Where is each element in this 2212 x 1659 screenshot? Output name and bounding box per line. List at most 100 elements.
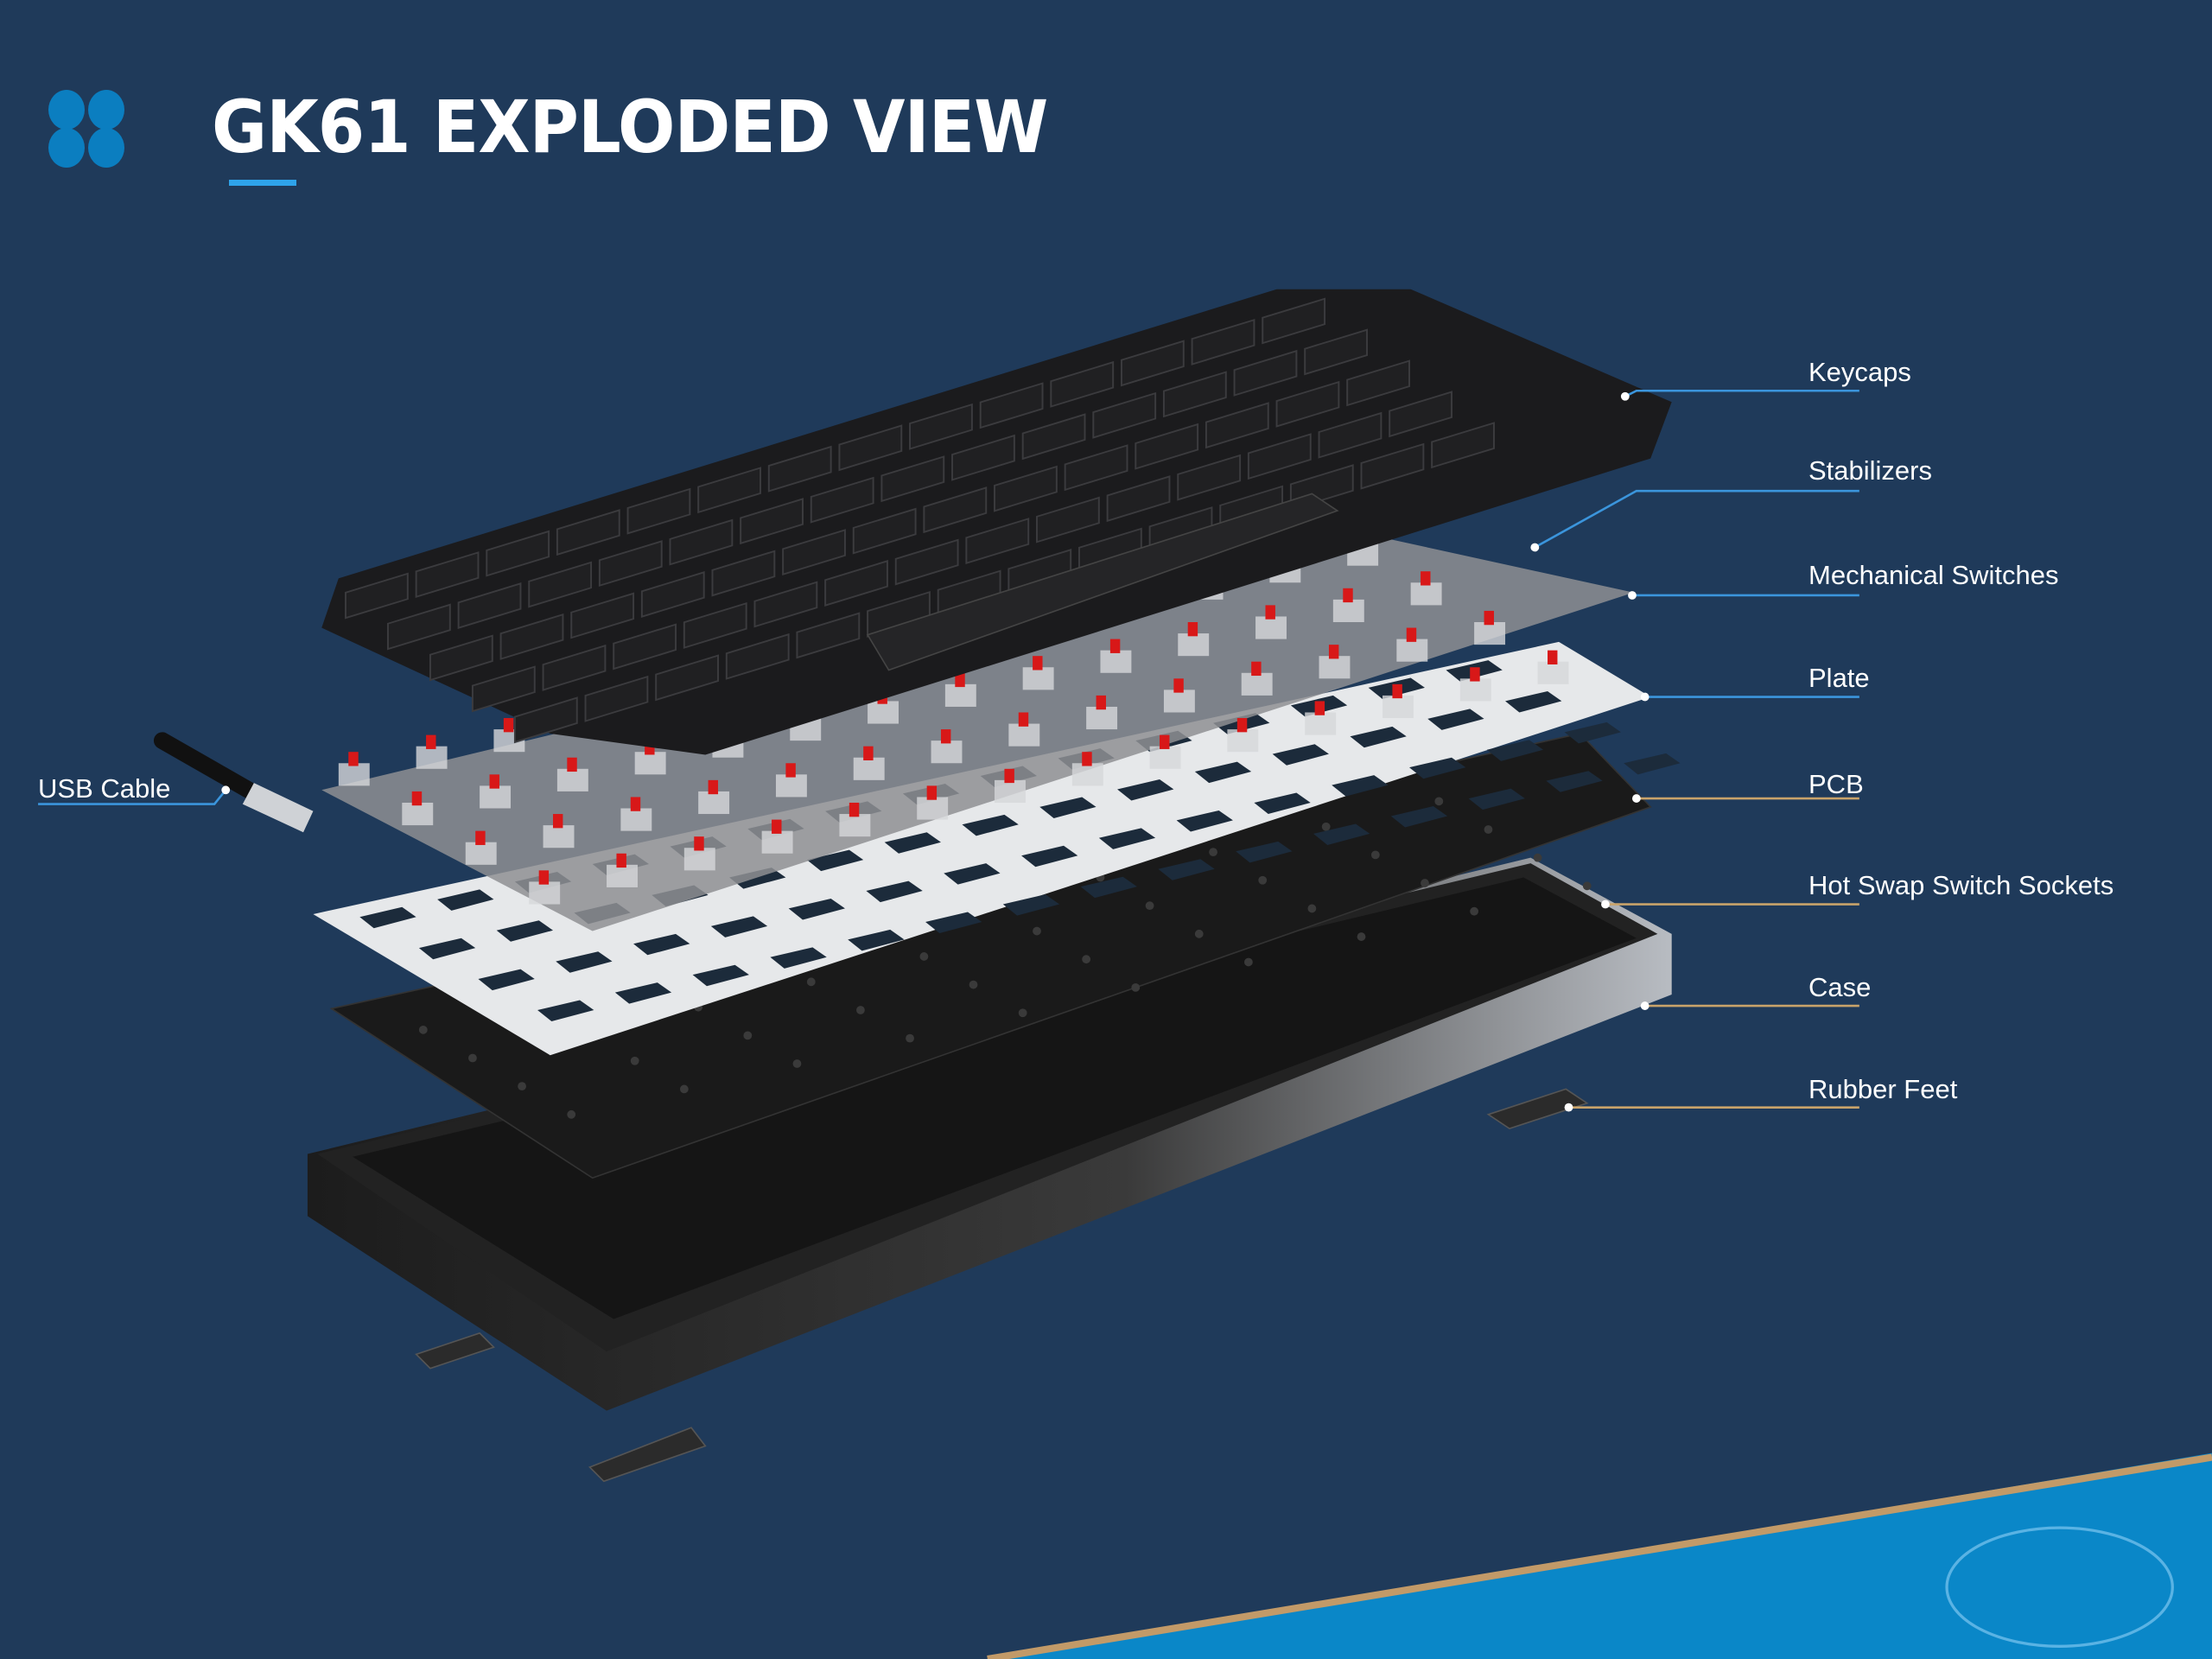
plate-cutout (556, 951, 613, 973)
switch-stem (1004, 768, 1014, 784)
header-dot-icon (88, 128, 124, 168)
switch-stem (411, 791, 423, 806)
keycap (753, 581, 818, 628)
switch-stem (926, 785, 938, 800)
keycap (894, 538, 959, 586)
pcb-hole (806, 977, 816, 987)
keycap (387, 603, 451, 651)
switch-housing (868, 701, 899, 724)
spacebar (866, 493, 1339, 671)
switch-stem (1018, 712, 1029, 727)
pcb-hole (1244, 957, 1253, 967)
switch-housing (1100, 650, 1132, 673)
keycap (909, 403, 973, 450)
switch-stem (863, 746, 874, 760)
switch-housing (761, 830, 793, 854)
label-plate: Plate (1808, 663, 1870, 693)
switch-housing (1149, 746, 1181, 769)
switch-stem (475, 830, 486, 845)
keycap (923, 486, 988, 534)
plate-cutout (1564, 721, 1621, 744)
switch-housing (917, 797, 949, 820)
keycap (1346, 359, 1410, 407)
switch-housing (1071, 763, 1103, 786)
plate-cutout (1468, 788, 1525, 810)
switch-housing (480, 785, 512, 809)
corner-stripe (987, 1453, 2212, 1659)
label-keycaps: Keycaps (1808, 357, 1911, 387)
switch-stem (1484, 610, 1494, 626)
plate-cutout (1002, 894, 1060, 916)
plate-cutout (1332, 775, 1389, 797)
keycap (486, 530, 550, 577)
pcb-hole (1082, 955, 1091, 964)
switch-housing (1332, 599, 1364, 622)
pcb-hole (630, 1056, 639, 1065)
plate-cutout (1117, 779, 1174, 801)
keycap (796, 612, 861, 659)
keycap (767, 445, 832, 493)
switch-housing (607, 864, 638, 887)
keycap (1275, 380, 1340, 428)
pcb-hole (792, 1059, 802, 1068)
keycap (669, 518, 734, 566)
keycap (1106, 475, 1171, 523)
pcb-hole (1194, 929, 1204, 938)
header-dot-icon (48, 90, 85, 130)
switch-housing (1319, 656, 1351, 679)
switch-housing (556, 768, 588, 791)
keycap (345, 572, 409, 620)
keycap (640, 571, 705, 618)
switch-stem (1173, 678, 1184, 693)
keycap (1135, 423, 1199, 470)
pcb-hole (468, 1053, 477, 1063)
header-dot-icon (88, 90, 124, 130)
switch-housing (1459, 678, 1491, 702)
label-mechanical-switches: Mechanical Switches (1808, 560, 2059, 590)
plate-cutout (437, 889, 494, 911)
switch-stem (1314, 701, 1325, 715)
switch-layer (321, 536, 1634, 931)
keycap (513, 696, 578, 744)
plate-cutout (770, 947, 827, 969)
switch-housing (416, 746, 448, 769)
switch-housing (1255, 616, 1287, 639)
switch-housing (931, 741, 963, 764)
switch-stem (940, 729, 951, 744)
usb-cable (153, 732, 270, 806)
label-case: Case (1808, 972, 1872, 1002)
keycap (542, 644, 607, 691)
switch-stem (630, 797, 641, 811)
switch-stem (955, 672, 965, 688)
plate-cutout (614, 982, 672, 1004)
plate-cutout (884, 832, 941, 854)
pcb-hole (906, 1033, 914, 1043)
switch-stem (1265, 605, 1275, 620)
switch-housing (620, 808, 652, 831)
keycap (711, 550, 776, 597)
keycap (613, 623, 677, 671)
switch-housing (465, 842, 497, 865)
keycap (499, 613, 564, 660)
pcb-hole (1321, 822, 1331, 831)
plate-cutout (1486, 740, 1544, 761)
switch-stem (1096, 695, 1106, 710)
switch-stem (1187, 622, 1198, 637)
label-stabilizers: Stabilizers (1808, 455, 1932, 486)
switch-stem (1236, 718, 1248, 733)
leader-usb (38, 789, 227, 805)
keycap (697, 467, 761, 514)
plate-cutout (1313, 823, 1370, 845)
keycap (429, 634, 493, 682)
plate-cutout (1039, 797, 1096, 818)
keycap (1304, 328, 1369, 376)
switch-housing (1474, 622, 1506, 645)
label-rubber-feet: Rubber Feet (1808, 1074, 1958, 1104)
plate-cutout (788, 899, 845, 920)
plate-cutout (1158, 859, 1215, 880)
keycap (415, 551, 480, 599)
pcb-hole (919, 952, 929, 961)
label-pcb: PCB (1808, 769, 1864, 799)
plate-cutout (866, 880, 923, 903)
